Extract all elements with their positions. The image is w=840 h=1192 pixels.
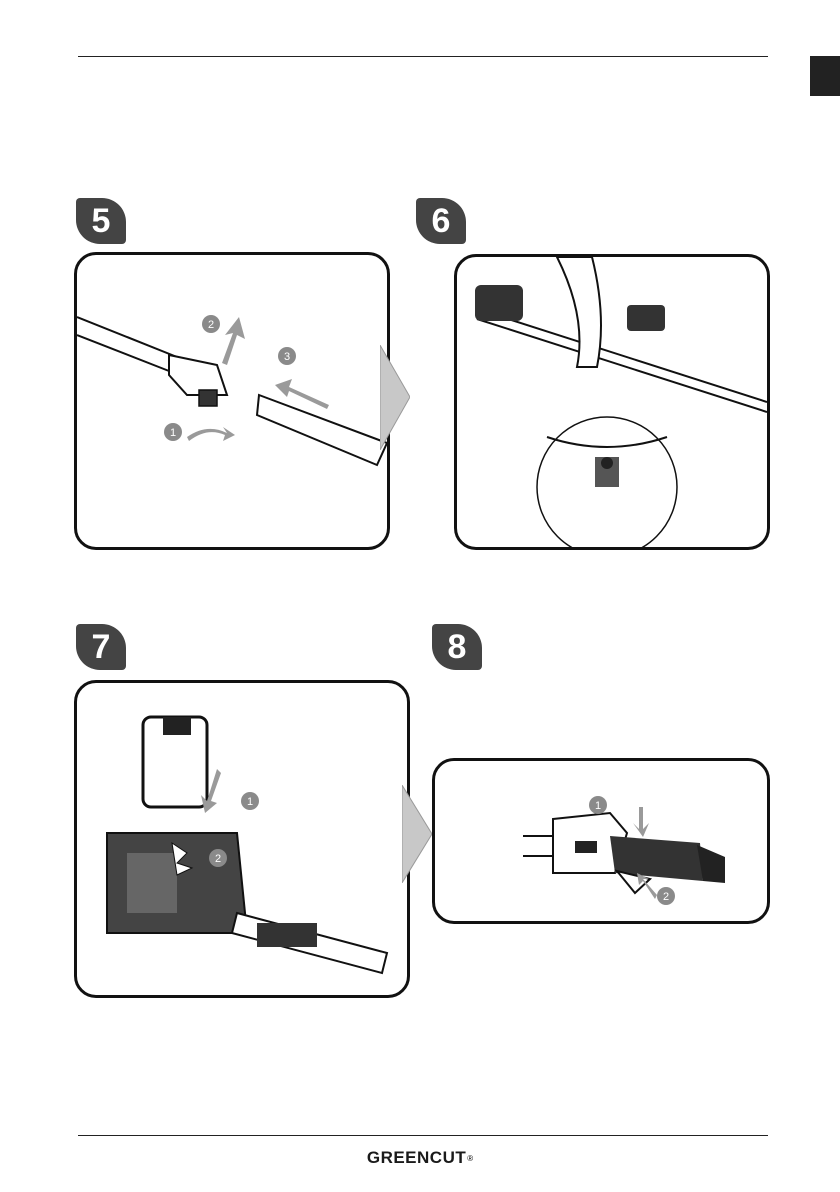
callout-5-1-label: 1: [170, 427, 176, 439]
callout-8-1-label: 1: [595, 800, 601, 812]
step-badge-5: 5: [76, 198, 126, 244]
next-step-arrow-icon-2: [402, 785, 432, 883]
header-rule: [78, 56, 768, 57]
next-step-arrow-icon: [380, 345, 410, 450]
callout-8-2-label: 2: [663, 891, 669, 903]
handle-install-illustration: [457, 257, 767, 547]
footer-rule: [78, 1135, 768, 1136]
step-7-callouts: 1 2: [74, 680, 404, 992]
logo-mark: ®: [467, 1154, 473, 1163]
callout-5-3-label: 3: [284, 351, 290, 363]
callout-7-2-label: 2: [215, 853, 221, 865]
logo-text: GREENCUT: [367, 1148, 466, 1168]
step-badge-8: 8: [432, 624, 482, 670]
language-tab: [810, 56, 840, 96]
callout-7-1-label: 1: [247, 796, 253, 808]
brand-logo: GREENCUT®: [360, 1144, 480, 1172]
step-5-callouts: 2 3 1: [84, 310, 394, 510]
step-badge-7: 7: [76, 624, 126, 670]
step-badge-6: 6: [416, 198, 466, 244]
step-6-panel: [454, 254, 770, 550]
step-8-callouts: 1 2: [432, 758, 764, 918]
callout-5-2-label: 2: [208, 319, 214, 331]
